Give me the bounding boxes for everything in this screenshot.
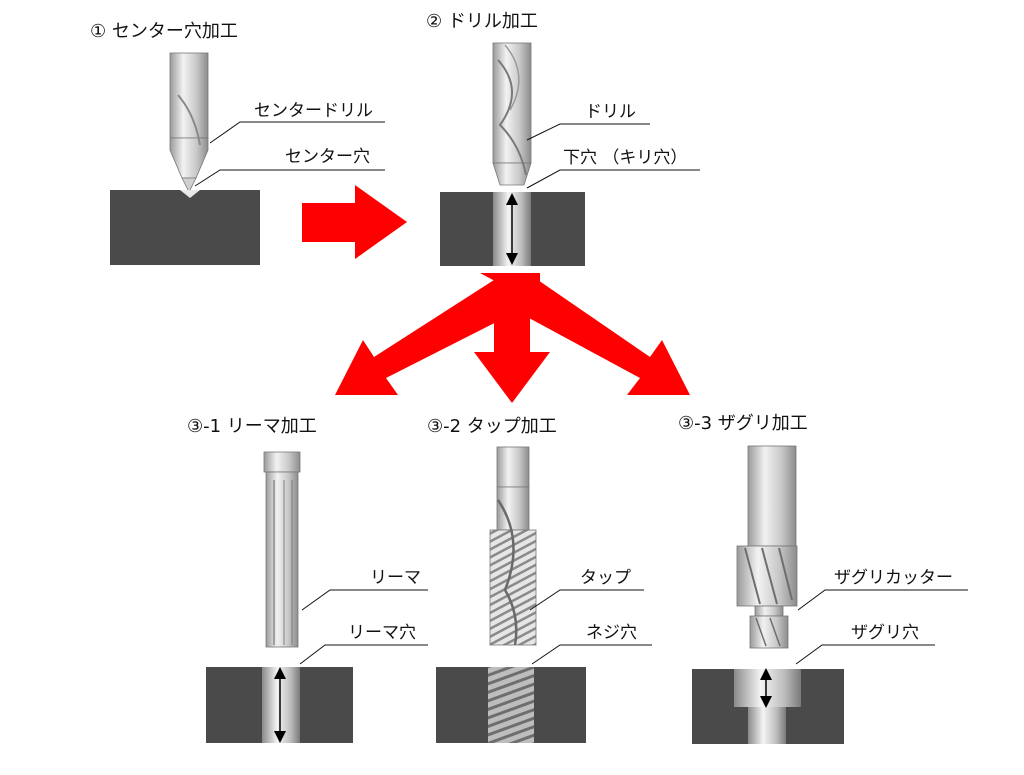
counterbore-hole-label: ザグリ穴 [851, 623, 919, 643]
reamer-label: リーマ [370, 568, 421, 588]
step1-center-drilling: ① センター穴加工 センタードリル センター穴 [90, 21, 385, 265]
reamer-tool [263, 451, 301, 648]
leader-line [194, 169, 385, 187]
step1-title: ① センター穴加工 [90, 21, 238, 42]
threaded-hole [488, 667, 534, 743]
center-hole [180, 190, 200, 198]
step3-2-title: ③-2 タップ加工 [427, 416, 557, 437]
counterbore-hole [734, 669, 801, 707]
step3-1-reaming: ③-1 リーマ加工 リーマ リーマ穴 [187, 416, 428, 743]
tapped-block [436, 667, 586, 743]
reamed-block [206, 667, 353, 743]
leader-line [299, 644, 428, 665]
leader-line [209, 121, 385, 144]
leader-line [526, 169, 700, 189]
tap-tool [489, 446, 537, 646]
leader-line [526, 123, 650, 141]
branch-arrows [335, 273, 690, 403]
step3-1-title: ③-1 リーマ加工 [187, 416, 317, 437]
drill-label: ドリル [585, 102, 636, 122]
pilot-hole-label: 下穴 （キリ穴） [563, 148, 687, 168]
counterbore-cutter-tool [736, 445, 798, 649]
step3-2-tapping: ③-2 タップ加工 タップ ネジ穴 [427, 416, 652, 743]
reamed-hole [262, 667, 300, 743]
flow-arrow-left [335, 280, 520, 395]
drill-tool [492, 42, 532, 186]
leader-line [531, 644, 652, 665]
center-drill-tool [169, 52, 209, 193]
center-hole-label: センター穴 [285, 147, 370, 167]
leader-line [529, 589, 644, 611]
leader-line [301, 589, 428, 611]
flow-arrow-right [302, 185, 407, 259]
flow-arrow-down [474, 278, 550, 403]
leader-line [795, 644, 935, 665]
step2-title: ② ドリル加工 [426, 11, 538, 32]
reamed-hole-label: リーマ穴 [348, 623, 416, 643]
counterbore-cutter-label: ザグリカッター [834, 568, 953, 588]
leader-line [797, 589, 968, 611]
counterbore-through-hole [748, 707, 786, 744]
counterbored-block [692, 668, 844, 744]
flow-arrow-right-down [505, 278, 690, 395]
threaded-hole-label: ネジ穴 [586, 623, 637, 643]
tap-label: タップ [580, 568, 631, 588]
step3-3-counterboring: ③-3 ザグリ加工 ザグリカッター ザグリ穴 [678, 413, 968, 744]
drilled-block [440, 192, 585, 266]
step3-3-title: ③-3 ザグリ加工 [678, 413, 808, 434]
workpiece-block [110, 190, 260, 265]
step2-drilling: ② ドリル加工 ドリル 下穴 （キリ穴） [426, 11, 700, 266]
center-drill-label: センタードリル [254, 101, 373, 121]
